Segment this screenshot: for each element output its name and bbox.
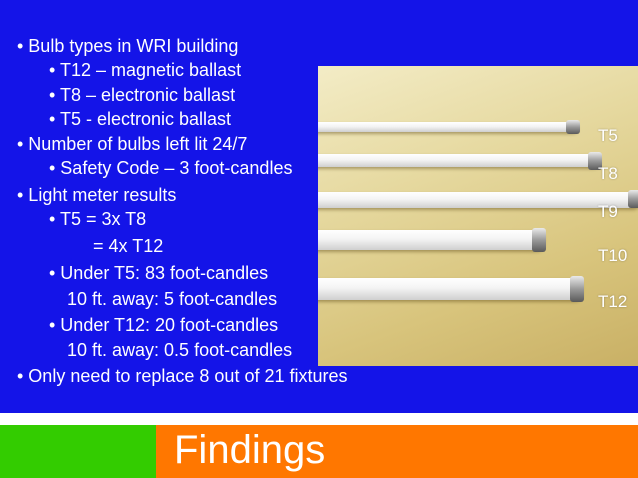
bullet-item: • Bulb types in WRI building (17, 36, 239, 56)
tube-t9 (318, 190, 638, 208)
footer-orange-block (156, 425, 638, 478)
bullet-item: • Safety Code – 3 foot-candles (49, 158, 293, 178)
tube-label-t8: T8 (598, 164, 618, 183)
tube-t5 (318, 120, 580, 134)
tube-label-t12: T12 (598, 292, 628, 311)
bullet-item: • Under T12: 20 foot-candles (49, 315, 279, 335)
bullet-item: • Under T5: 83 foot-candles (49, 263, 269, 283)
bullet-item: • Light meter results (17, 185, 177, 205)
tube-t10 (318, 228, 546, 252)
bullet-item: • T8 – electronic ballast (49, 85, 236, 105)
tube-t8 (318, 152, 602, 170)
footer-green-block (0, 425, 156, 478)
fluorescent-tubes-image: T5 T8 T9 T10 T12 (318, 66, 638, 366)
bullet-item: 10 ft. away: 0.5 foot-candles (67, 340, 293, 360)
tube-label-t10: T10 (598, 246, 628, 265)
bullet-item: 10 ft. away: 5 foot-candles (67, 289, 278, 309)
bullet-item: • T12 – magnetic ballast (49, 60, 242, 80)
bullet-item: • Only need to replace 8 out of 21 fixtu… (17, 366, 348, 386)
slide-title: Findings (174, 428, 326, 472)
tube-label-t9: T9 (598, 202, 618, 221)
bullet-item: = 4x T12 (93, 236, 164, 256)
bullet-item: • Number of bulbs left lit 24/7 (17, 134, 248, 154)
tube-t12 (318, 276, 584, 302)
bullet-item: • T5 = 3x T8 (49, 209, 147, 229)
bullet-item: • T5 - electronic ballast (49, 109, 232, 129)
tube-label-t5: T5 (598, 126, 618, 145)
